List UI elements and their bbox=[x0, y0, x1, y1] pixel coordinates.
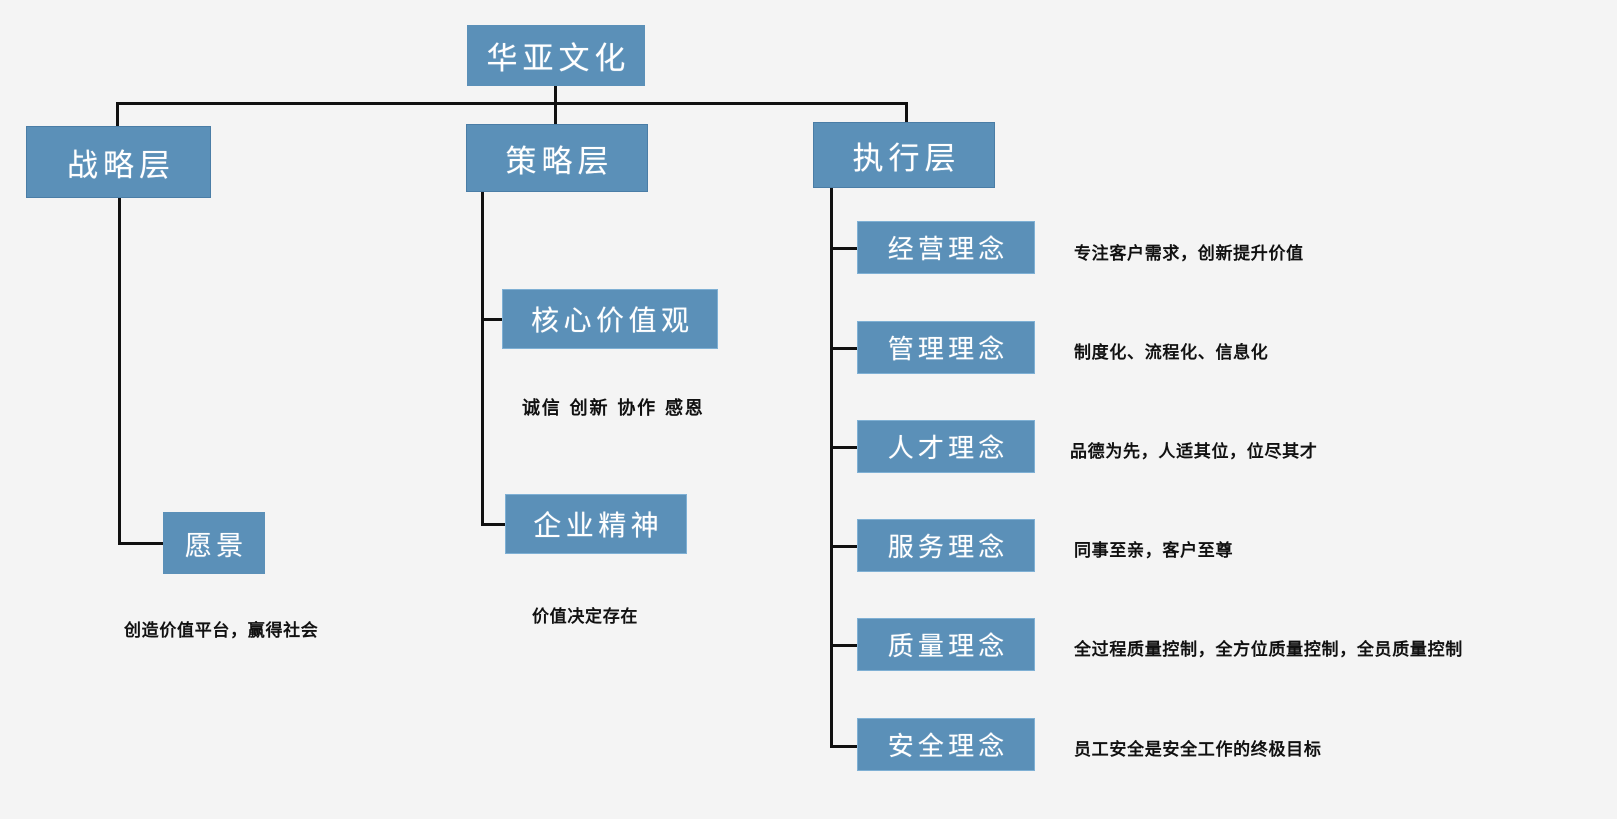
node-level-tactical[interactable]: 策略层 bbox=[466, 124, 648, 192]
connector-execution-stub-5 bbox=[830, 644, 858, 647]
connector-execution-stub-4 bbox=[830, 545, 858, 548]
node-level-strategy[interactable]: 战略层 bbox=[26, 126, 211, 198]
node-vision[interactable]: 愿景 bbox=[163, 512, 265, 574]
connector-trunk-to-tactical bbox=[554, 102, 557, 124]
connector-strategy-to-vision bbox=[118, 542, 164, 545]
caption-vision: 创造价值平台，赢得社会 bbox=[124, 621, 319, 641]
description-execution-item-4: 同事至亲，客户至尊 bbox=[1074, 541, 1234, 561]
connector-trunk-to-execution bbox=[905, 102, 908, 122]
connector-execution-spine bbox=[830, 188, 833, 748]
description-execution-item-2: 制度化、流程化、信息化 bbox=[1074, 343, 1269, 363]
connector-execution-stub-1 bbox=[830, 247, 858, 250]
caption-corporate-spirit: 价值决定存在 bbox=[532, 607, 639, 627]
node-execution-item-4[interactable]: 服务理念 bbox=[857, 519, 1035, 572]
node-execution-item-1[interactable]: 经营理念 bbox=[857, 221, 1035, 274]
node-level-execution[interactable]: 执行层 bbox=[813, 122, 995, 188]
connector-trunk bbox=[116, 102, 908, 105]
node-execution-item-6[interactable]: 安全理念 bbox=[857, 718, 1035, 771]
connector-execution-stub-6 bbox=[830, 745, 858, 748]
connector-strategy-spine bbox=[118, 198, 121, 545]
connector-root-stem bbox=[554, 86, 557, 104]
node-execution-item-3[interactable]: 人才理念 bbox=[857, 420, 1035, 473]
node-core-values[interactable]: 核心价值观 bbox=[502, 289, 718, 349]
caption-core-values: 诚信 创新 协作 感恩 bbox=[522, 398, 705, 419]
connector-execution-stub-3 bbox=[830, 446, 858, 449]
description-execution-item-3: 品德为先，人适其位，位尽其才 bbox=[1070, 442, 1318, 462]
connector-tactical-spine bbox=[481, 190, 484, 526]
connector-tactical-to-core-values bbox=[481, 318, 504, 321]
node-corporate-spirit[interactable]: 企业精神 bbox=[505, 494, 687, 554]
connector-tactical-to-spirit bbox=[481, 523, 505, 526]
description-execution-item-1: 专注客户需求，创新提升价值 bbox=[1074, 244, 1304, 264]
node-root[interactable]: 华亚文化 bbox=[467, 25, 645, 86]
connector-trunk-to-strategy bbox=[116, 102, 119, 126]
connector-execution-stub-2 bbox=[830, 347, 858, 350]
description-execution-item-5: 全过程质量控制，全方位质量控制，全员质量控制 bbox=[1074, 640, 1463, 660]
node-execution-item-5[interactable]: 质量理念 bbox=[857, 618, 1035, 671]
node-execution-item-2[interactable]: 管理理念 bbox=[857, 321, 1035, 374]
description-execution-item-6: 员工安全是安全工作的终极目标 bbox=[1074, 740, 1322, 760]
